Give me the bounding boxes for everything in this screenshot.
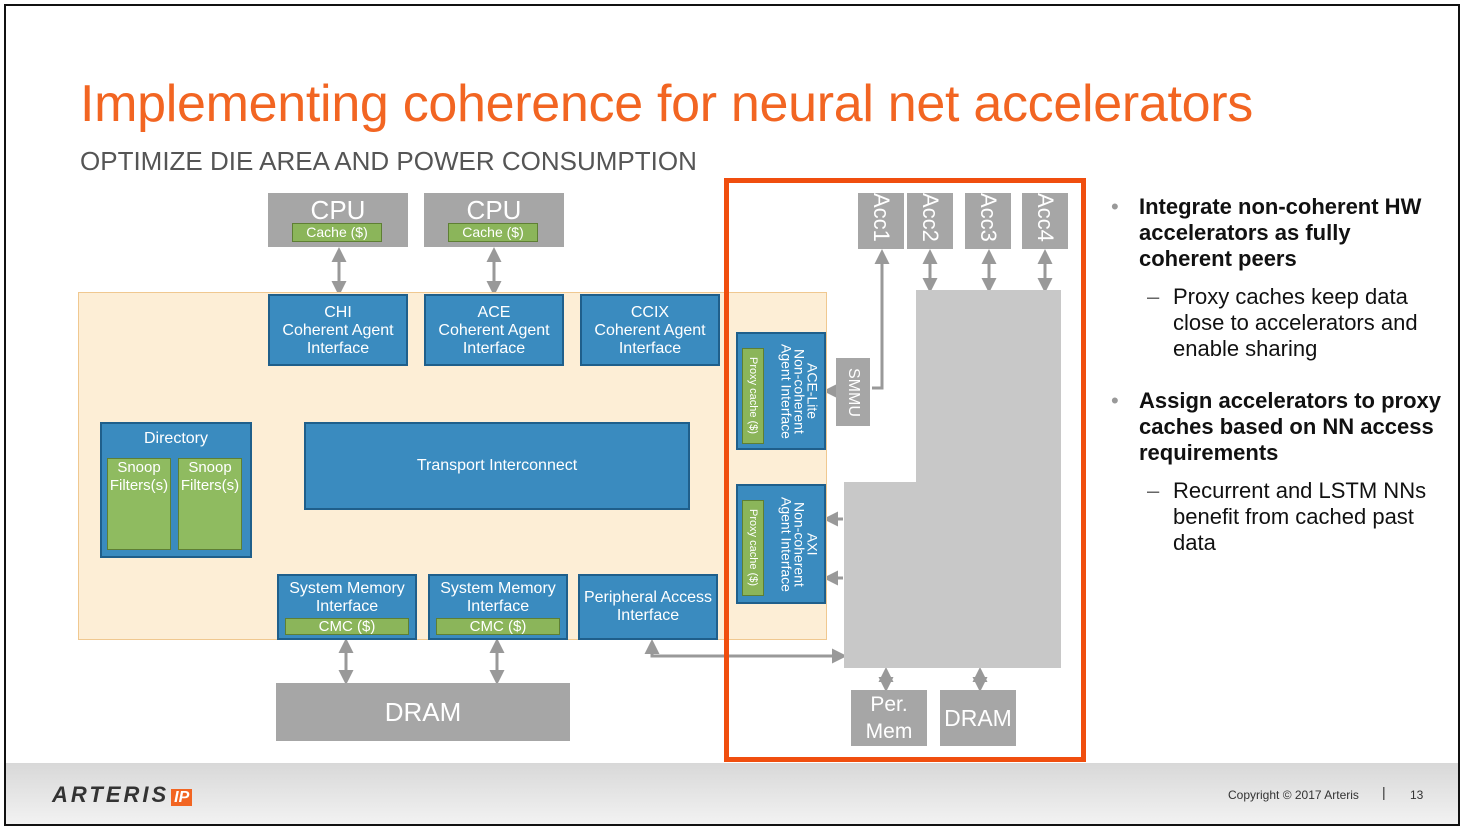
chi-agent-interface: CHI Coherent Agent Interface <box>268 294 408 366</box>
memory-interface-label: System Memory Interface <box>289 580 405 615</box>
slide-subtitle: OPTIMIZE DIE AREA AND POWER CONSUMPTION <box>80 146 697 176</box>
directory-block: Directory Snoop Filters(s) Snoop Filters… <box>100 422 252 558</box>
sub-bullet-item: –Proxy caches keep data close to acceler… <box>1147 284 1418 361</box>
page-number: 13 <box>1410 788 1424 802</box>
accelerator-fabric-top <box>916 290 1061 490</box>
cpu-label: CPU <box>466 195 522 225</box>
transport-interconnect: Transport Interconnect <box>304 422 690 510</box>
slide-title: Implementing coherence for neural net ac… <box>80 75 1253 133</box>
cmc-cache: CMC ($) <box>285 618 409 635</box>
memory-interface-label: System Memory Interface <box>440 580 556 615</box>
bullet-item: •Integrate non-coherent HW accelerators … <box>1111 194 1422 271</box>
footer-separator: | <box>1382 784 1386 800</box>
dram-accelerator: DRAM <box>940 690 1016 746</box>
smmu: SMMU <box>836 358 870 426</box>
sub-bullet-text: Recurrent and LSTM NNs benefit from cach… <box>1173 478 1427 555</box>
slide: Implementing coherence for neural net ac… <box>4 4 1460 826</box>
ccix-agent-interface: CCIX Coherent Agent Interface <box>580 294 720 366</box>
snoop-filter: Snoop Filters(s) <box>107 458 171 550</box>
accelerator-2: Acc2 <box>907 193 953 249</box>
cpu-cache: Cache ($) <box>292 223 382 242</box>
accelerator-3: Acc3 <box>965 193 1011 249</box>
accelerator-1: Acc1 <box>858 193 904 249</box>
peripheral-access-interface: Peripheral Access Interface <box>578 574 718 640</box>
cpu-cache: Cache ($) <box>448 223 538 242</box>
directory-label: Directory <box>143 430 208 447</box>
system-memory-interface-2: System Memory Interface CMC ($) <box>428 574 568 640</box>
system-memory-interface-1: System Memory Interface CMC ($) <box>277 574 417 640</box>
cmc-cache: CMC ($) <box>436 618 560 635</box>
cpu-block-1: CPU Cache ($) <box>268 193 408 247</box>
snoop-filter: Snoop Filters(s) <box>178 458 242 550</box>
proxy-cache: Proxy cache ($) <box>742 348 764 444</box>
copyright-text: Copyright © 2017 Arteris <box>1228 788 1359 802</box>
slide-footer <box>6 763 1458 824</box>
sub-bullet-item: –Recurrent and LSTM NNs benefit from cac… <box>1147 478 1427 555</box>
accelerator-4: Acc4 <box>1022 193 1068 249</box>
sub-bullet-text: Proxy caches keep data close to accelera… <box>1173 284 1418 361</box>
bullet-list: •Integrate non-coherent HW accelerators … <box>1111 194 1441 582</box>
ace-lite-agent-interface: ACE-Lite Non-coherent Agent Interface Pr… <box>736 332 826 450</box>
cpu-label: CPU <box>310 195 366 225</box>
bullet-text: Assign accelerators to proxy caches base… <box>1139 388 1442 465</box>
logo-text: ARTERIS <box>52 782 170 807</box>
peripheral-memory: Per. Mem <box>851 690 927 746</box>
axi-label: AXI Non-coherent Agent Interface <box>778 496 821 592</box>
proxy-cache: Proxy cache ($) <box>742 500 764 596</box>
bullet-item: •Assign accelerators to proxy caches bas… <box>1111 388 1442 465</box>
bullet-text: Integrate non-coherent HW accelerators a… <box>1139 194 1422 271</box>
axi-agent-interface: AXI Non-coherent Agent Interface Proxy c… <box>736 484 826 604</box>
cpu-block-2: CPU Cache ($) <box>424 193 564 247</box>
ace-lite-label: ACE-Lite Non-coherent Agent Interface <box>778 343 821 439</box>
dram-main: DRAM <box>276 683 570 741</box>
accelerator-highlight-box <box>724 178 1086 762</box>
ace-agent-interface: ACE Coherent Agent Interface <box>424 294 564 366</box>
accelerator-fabric-bottom <box>844 482 1061 668</box>
logo-ip: IP <box>171 789 193 806</box>
